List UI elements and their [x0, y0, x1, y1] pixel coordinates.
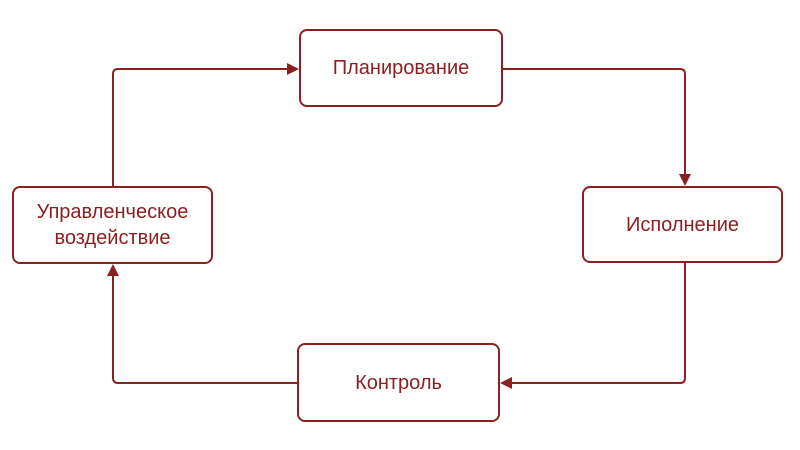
arrowhead-into-planning-icon — [287, 63, 299, 75]
arrowhead-into-management-influence-icon — [107, 264, 119, 276]
connector-management-influence-to-planning — [112, 68, 289, 187]
node-planning: Планирование — [299, 29, 503, 107]
node-execution: Исполнение — [582, 186, 783, 263]
node-control-label: Контроль — [355, 371, 442, 394]
node-execution-label: Исполнение — [625, 213, 740, 236]
connector-planning-to-execution — [502, 68, 686, 176]
node-planning-label: Планирование — [332, 57, 470, 79]
node-control: Контроль — [297, 343, 500, 422]
connector-control-to-management-influence — [112, 274, 298, 384]
arrowhead-into-control-icon — [500, 377, 512, 389]
arrowhead-into-execution-icon — [679, 174, 691, 186]
node-management-influence-label: Управленческое воздействие — [36, 201, 189, 249]
node-management-influence: Управленческое воздействие — [12, 186, 213, 264]
connector-execution-to-control — [510, 262, 686, 384]
